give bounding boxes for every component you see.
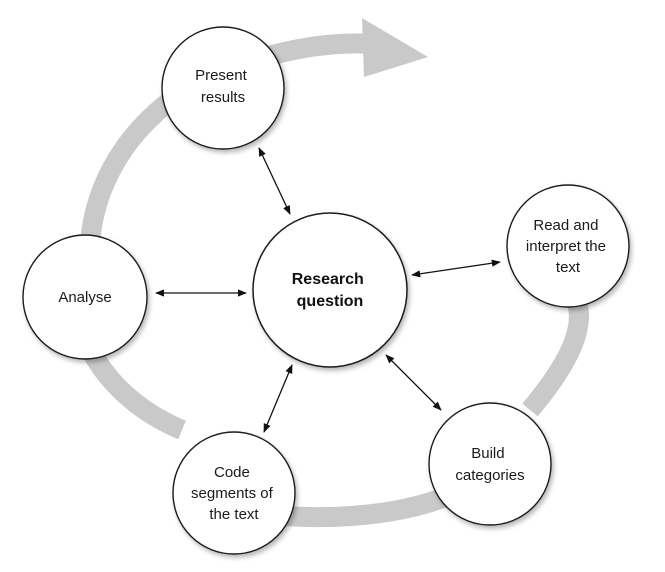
node-label-line: results xyxy=(201,89,245,106)
node-analyse: Analyse xyxy=(22,234,148,360)
svg-text:Present results: Present results xyxy=(195,67,251,106)
node-label-line: Code xyxy=(214,464,250,481)
node-label-line: the text xyxy=(209,506,259,523)
cycle-band xyxy=(67,33,589,528)
arrow-read-center xyxy=(411,259,501,278)
cycle-arrowhead xyxy=(362,18,428,77)
node-label-line: interpret the xyxy=(526,238,606,255)
svg-text:Research question: Research question xyxy=(292,271,369,310)
center-label-line: question xyxy=(297,293,364,310)
arrow-present-center xyxy=(258,147,291,215)
arrow-build-center xyxy=(385,354,442,411)
node-label-line: Read and xyxy=(533,217,598,234)
svg-text:Build categories: Build categories xyxy=(455,445,524,484)
node-label-line: Present xyxy=(195,67,248,84)
svg-text:Read and interpret the: Read and interpret the text xyxy=(526,217,610,276)
node-research-question: Research question xyxy=(252,212,408,368)
svg-text:Analyse: Analyse xyxy=(58,289,111,306)
node-label-line: categories xyxy=(455,467,524,484)
node-present-results: Present results xyxy=(161,26,285,150)
node-build-categories: Build categories xyxy=(428,402,552,526)
node-read-interpret: Read and interpret the text xyxy=(506,184,630,308)
node-label-line: Build xyxy=(471,445,504,462)
center-label-line: Research xyxy=(292,271,364,288)
svg-text:Code segments of t: Code segments of the text xyxy=(191,464,277,523)
node-label-line: text xyxy=(556,259,581,276)
arrow-code-center xyxy=(263,364,293,433)
node-label-line: Analyse xyxy=(58,289,111,306)
node-code-segments: Code segments of the text xyxy=(172,431,296,555)
node-label-line: segments of xyxy=(191,485,274,502)
